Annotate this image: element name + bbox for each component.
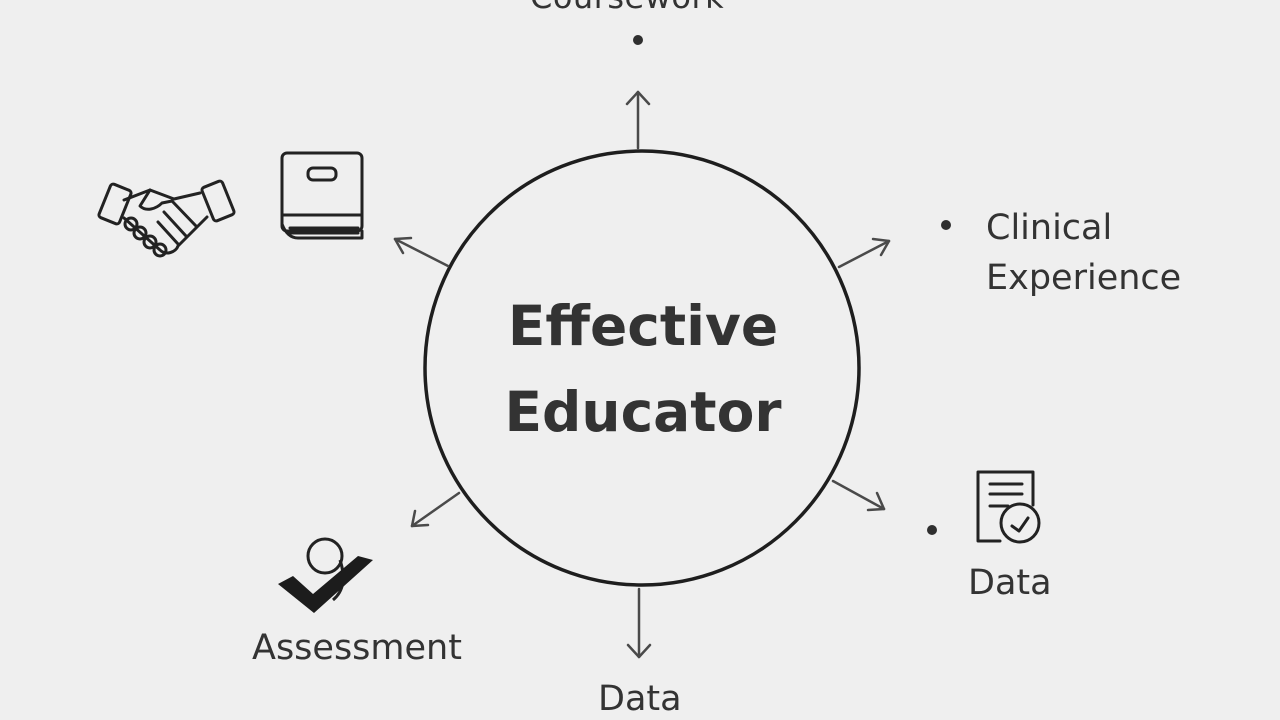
arrow-upper-left xyxy=(393,236,450,268)
branch-label-bottom: Data xyxy=(598,679,682,719)
bullet-dot-top xyxy=(633,35,643,45)
arrow-upper-right xyxy=(837,237,891,269)
handshake-icon xyxy=(97,179,236,258)
arrow-up xyxy=(625,90,651,150)
branch-label-right-line-1: Clinical xyxy=(986,208,1113,248)
book-icon xyxy=(280,151,364,240)
branch-label-right: Clinical Experience xyxy=(986,203,1181,303)
center-title: Effective Educator xyxy=(433,283,853,455)
arrow-lower-left xyxy=(410,491,461,528)
branch-label-lower-right: Data xyxy=(968,563,1052,603)
branch-label-lower-left: Assessment xyxy=(252,628,462,668)
document-clock-icon xyxy=(976,470,1041,544)
checkmark-icon xyxy=(278,537,373,613)
arrow-down xyxy=(626,587,652,659)
center-title-line-1: Effective xyxy=(507,294,779,358)
bullet-dot-lower-right xyxy=(927,525,937,535)
center-title-line-2: Educator xyxy=(504,380,782,444)
bullet-dot-right xyxy=(941,220,951,230)
branch-label-top: Coursework xyxy=(530,0,724,16)
center-circle xyxy=(423,149,861,587)
branch-label-right-line-2: Experience xyxy=(986,258,1182,298)
arrow-lower-right xyxy=(831,479,886,512)
